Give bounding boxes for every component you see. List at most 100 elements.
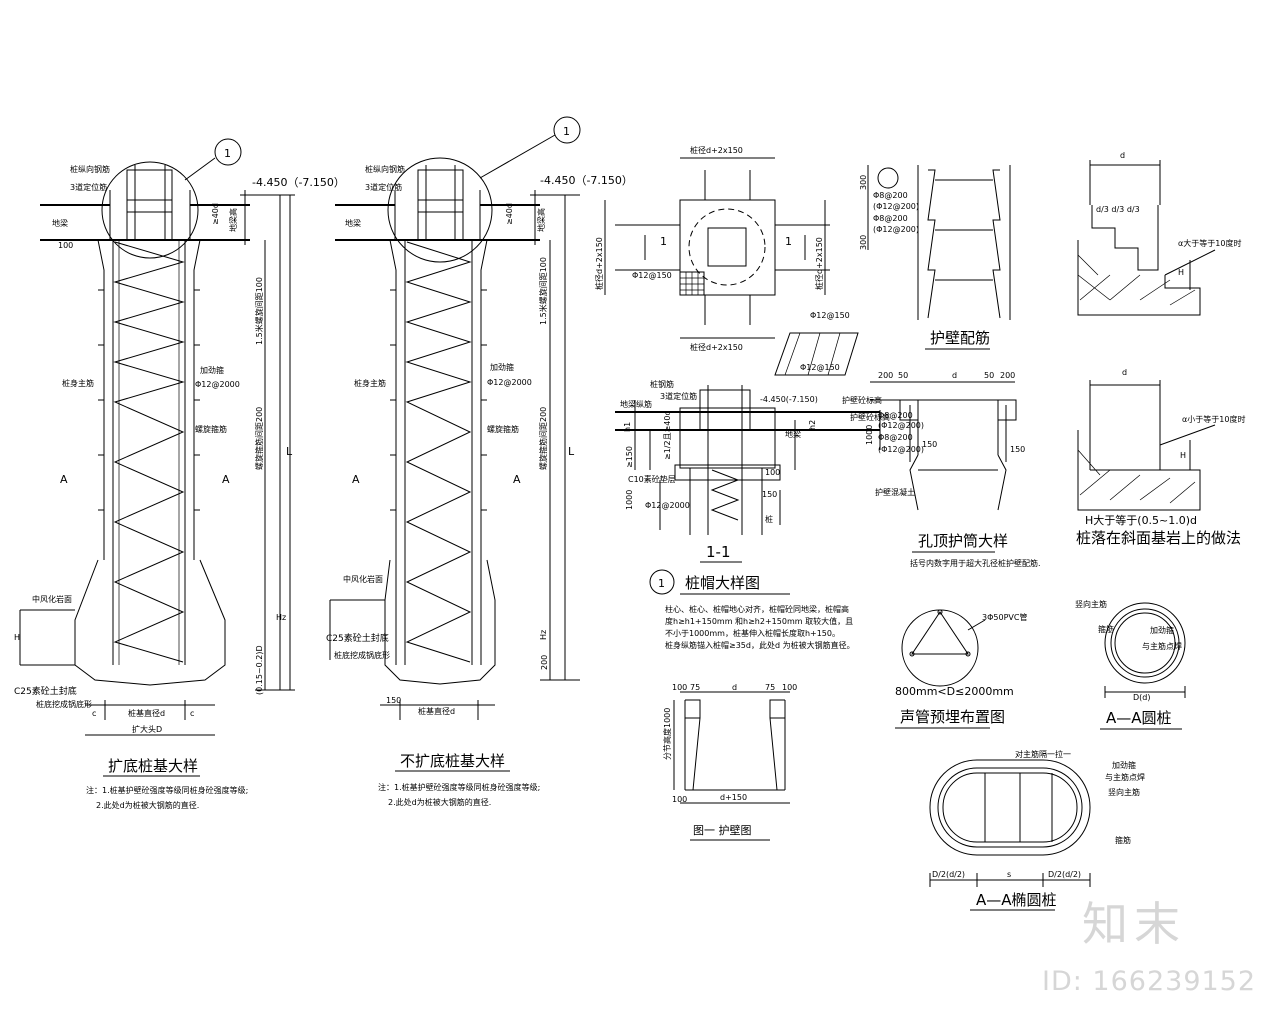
ellipse-d1: D/2(d/2) [932, 870, 965, 879]
sound-pipe-detail: 3Φ50PVC管 800mm<D≤2000mm 声管预埋布置图 [895, 609, 1027, 729]
slope-H1: H [1178, 268, 1184, 277]
left-L-label: L [286, 445, 293, 458]
left-dim-hb: (0.15~0.2)D [255, 645, 264, 695]
ellipse-d2: D/2(d/2) [1048, 870, 1081, 879]
mid-mid-weather-label: 中风化岩面 [343, 574, 383, 584]
cap-plan-bottom-dim: 桩径d+2x150 [690, 342, 743, 352]
sec-pile: 桩 [765, 514, 773, 524]
sec-vbar: 桩钢筋 [650, 379, 674, 389]
left-dim-D: 扩大头D [132, 724, 162, 734]
mid-d40-label: ≥40d [505, 203, 514, 225]
hole-b1: Φ8@200 [878, 411, 913, 420]
section-1-1: 桩钢筋 3道定位筋 地梁纵筋 -4.450(-7.150) Φ12@150 Φ1… [615, 311, 880, 563]
round-stir: 箍筋 [1098, 624, 1114, 634]
mid-pile-title: 不扩底桩基大样 [400, 752, 505, 770]
mid-spiral-bot-label: 螺旋箍筋间距200 [538, 407, 548, 470]
left-note-1: 注：1.桩基护壁砼强度等级同桩身砼强度等级; [86, 785, 248, 795]
left-spiral-bot-label: 螺旋箍筋间距200 [254, 407, 264, 470]
sec-d100: 100 [765, 468, 780, 477]
left-d100-label: 100 [58, 241, 73, 250]
left-stiff-label: 加劲箍 [200, 365, 224, 375]
callout-number: 1 [224, 147, 231, 160]
wall-b4: (Φ12@200) [873, 225, 919, 234]
hole-side: 护壁砼标高 [842, 395, 882, 405]
round-title: A—A圆桩 [1106, 709, 1172, 727]
sec-d150: ≥150 [625, 446, 634, 468]
cap-plan-sec-left: 1 [660, 235, 667, 248]
hole-d1000: 1000 [865, 425, 874, 445]
sec-elev: -4.450(-7.150) [760, 395, 818, 404]
sec-beam: 地梁 [785, 429, 801, 439]
round-main: 竖向主筋 [1075, 599, 1107, 609]
cap-detail-note-4: 桩身纵筋锚入桩帽≥35d，此处d 为桩被大钢筋直径。 [665, 640, 855, 650]
cap-detail-title: 1 桩帽大样图 柱心、桩心、桩帽地心对齐，桩帽砼同地梁，桩帽高 度h≥h1+15… [649, 569, 855, 650]
hole-d200b: 200 [1000, 371, 1015, 380]
sec-d150b: 150 [762, 490, 777, 499]
tongue-d100a: 100 [672, 683, 687, 692]
sound-pipe-label: 3Φ50PVC管 [982, 612, 1027, 622]
left-dim-d: 桩基直径d [128, 708, 165, 718]
wall-b3: Φ8@200 [873, 214, 908, 223]
left-beam-h-label: 地梁高 [228, 208, 238, 232]
watermark-id: ID: 166239152 [1042, 966, 1257, 997]
mid-beam-h-label: 地梁高 [536, 208, 546, 232]
hole-d150b: 150 [1010, 445, 1025, 454]
cap-detail-note-1: 柱心、桩心、桩帽地心对齐，桩帽砼同地梁，桩帽高 [665, 604, 849, 614]
ellipse-stiff2: 与主筋点焊 [1105, 772, 1145, 782]
left-spiral-top-label: 1.5米螺旋间距100 [254, 277, 264, 345]
wall-l300a: 300 [859, 175, 868, 190]
mid-elev-label: -4.450（-7.150） [540, 174, 633, 187]
tongue-d75a: 75 [690, 683, 700, 692]
cap-detail-note-3: 不小于1000mm，桩基伸入桩帽长度取h+150。 [665, 628, 840, 638]
wall-b2: (Φ12@200) [873, 202, 919, 211]
cap-detail-num: 1 [658, 577, 665, 590]
round-stiff: 加劲箍 [1150, 625, 1174, 635]
hole-d50b: 50 [984, 371, 994, 380]
sec-d1000: 1000 [625, 490, 634, 510]
tongue-d: d [732, 683, 737, 692]
ellipse-pile-section: 对主筋隔一拉一 加劲箍 与主筋点焊 竖向主筋 箍筋 D/2(d/2) s D/2… [929, 749, 1145, 911]
sec-c10: C10素砼垫层 [628, 474, 676, 484]
cap-detail-note-2: 度h≥h1+150mm 和h≥h2+150mm 取较大值，且 [665, 616, 853, 626]
tongue-title: 图一 护壁图 [693, 823, 752, 837]
left-note-2: 2.此处d为桩被大钢筋的直径. [96, 800, 199, 810]
left-c25-label: C25素砼土封底 [14, 685, 77, 697]
sec-b2: Φ12@150 [800, 363, 840, 372]
mid-c25b-label: 桩底挖成锅底形 [334, 650, 390, 660]
left-A-right: A [222, 473, 230, 486]
round-stiff2: 与主筋点焊 [1142, 641, 1182, 651]
left-spiral-label: 螺旋箍筋 [195, 424, 227, 434]
ellipse-stiff: 加劲箍 [1112, 760, 1136, 770]
hole-title: 孔顶护筒大样 [918, 532, 1008, 550]
round-dim: D(d) [1133, 693, 1150, 702]
slope-d3: d/3 d/3 d/3 [1096, 205, 1140, 214]
cap-plan-bar: Φ12@150 [632, 271, 672, 280]
left-pile-title: 扩底桩基大样 [108, 757, 198, 775]
mid-spiral-label: 螺旋箍筋 [487, 424, 519, 434]
left-pile-detail: 1 [14, 138, 345, 810]
left-H-label: H [14, 633, 20, 642]
hole-b2: (Φ12@200) [878, 421, 924, 430]
cap-detail-title-text: 桩帽大样图 [685, 574, 760, 592]
ellipse-stir: 箍筋 [1115, 835, 1131, 845]
sec-b1: Φ12@150 [810, 311, 850, 320]
slope-ang1: α大于等于10度时 [1178, 238, 1241, 248]
mid-L-label: L [568, 445, 575, 458]
wall-l300b: 300 [859, 235, 868, 250]
hole-top-detail: 200 50 d 50 200 护壁砼标高 护壁砼标高 1000 Φ8@200 … [842, 371, 1041, 568]
left-vertical-bar-label: 桩纵向钢筋 [70, 164, 110, 174]
wall-title: 护壁配筋 [930, 329, 990, 347]
left-d40-label: ≥40d [211, 203, 220, 225]
tongue-d75b: 75 [765, 683, 775, 692]
mid-A-right: A [513, 473, 521, 486]
cap-plan-sec-right: 1 [785, 235, 792, 248]
left-dim-c-left: c [92, 709, 96, 718]
left-A-left: A [60, 473, 68, 486]
mid-vertical-bar-label: 桩纵向钢筋 [365, 164, 405, 174]
sec-dd: ≥1/2且≥40d [663, 410, 672, 460]
left-c25b-label: 桩底挖成锅底形 [36, 699, 92, 709]
hole-d: d [952, 371, 957, 380]
tongue-d100b: 100 [782, 683, 797, 692]
tongue-bot: d+150 [720, 793, 747, 802]
